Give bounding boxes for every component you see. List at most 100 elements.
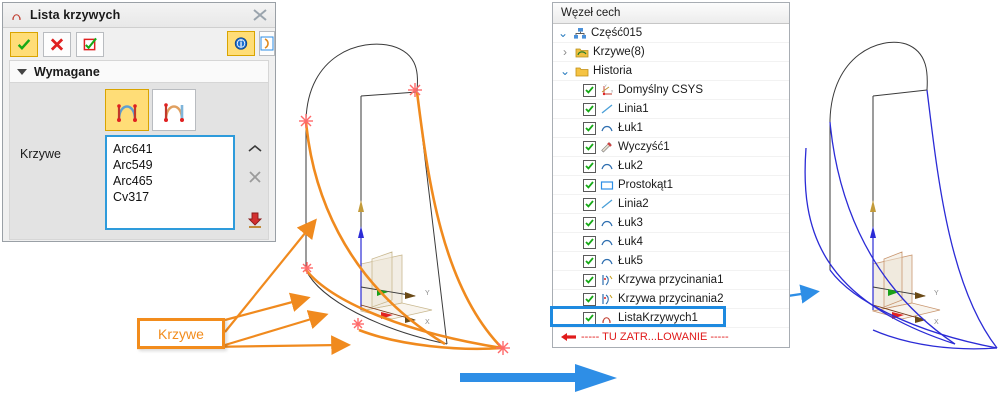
tree-row[interactable]: › Krzywe(8) (553, 43, 789, 62)
tree-row[interactable]: Prostokąt1 (553, 176, 789, 195)
apply-button[interactable] (76, 31, 104, 57)
assembly-node-icon (573, 27, 587, 40)
big-right-arrow-icon (460, 364, 617, 392)
remove-button[interactable] (242, 163, 268, 191)
single-mode-button[interactable] (152, 89, 196, 131)
chain-mode-icon (112, 95, 142, 125)
tree-row[interactable]: Krzywa przycinania1 (553, 271, 789, 290)
callout-leader-lines (136, 218, 351, 356)
trim-curve-icon (600, 274, 614, 287)
apply-down-button[interactable] (242, 191, 268, 229)
list-side-buttons[interactable] (242, 135, 268, 230)
curve-list-icon (600, 312, 614, 325)
feature-checkbox[interactable] (583, 235, 596, 249)
expander-icon[interactable]: ⌄ (557, 26, 569, 40)
expander-icon[interactable]: › (563, 45, 567, 59)
svg-text:X: X (425, 319, 430, 326)
dialog-toolbar[interactable] (3, 28, 275, 60)
close-icon[interactable] (253, 9, 267, 21)
arc-icon (600, 255, 614, 268)
ok-button[interactable] (10, 31, 38, 57)
krzywe-field-label: Krzywe (20, 147, 61, 161)
feature-checkbox[interactable] (583, 83, 596, 97)
remove-icon (249, 171, 261, 183)
feature-checkbox[interactable] (583, 102, 596, 116)
cancel-button[interactable] (43, 31, 71, 57)
feature-checkbox[interactable] (583, 121, 596, 135)
tree-row-label: Linia2 (618, 198, 649, 210)
feature-checkbox[interactable] (583, 273, 596, 287)
tree-header: Węzeł cech (553, 3, 789, 24)
feature-checkbox[interactable] (583, 159, 596, 173)
arc-icon (600, 236, 614, 249)
tree-row[interactable]: ⌄ Część015 (553, 24, 789, 43)
arc-icon (600, 160, 614, 173)
dialog-title-bar[interactable]: Lista krzywych (3, 3, 275, 28)
history-folder-icon (575, 65, 589, 78)
wymagane-section-body: Krzywe Arc641 Arc549 Arc465 Cv317 (9, 82, 269, 240)
tree-row[interactable]: Łuk3 (553, 214, 789, 233)
wymagane-section-header[interactable]: Wymagane (9, 60, 269, 82)
tree-row[interactable]: Wyczyść1 (553, 138, 789, 157)
tree-row-selected[interactable]: ListaKrzywych1 (550, 306, 789, 328)
tree-row-label: Wyczyść1 (618, 141, 670, 153)
info-button[interactable] (227, 31, 255, 56)
tree-row-label: Linia1 (618, 103, 649, 115)
lista-krzywych-dialog[interactable]: Lista krzywych (2, 2, 276, 242)
tree-row[interactable]: Łuk1 (553, 119, 789, 138)
tree-row-label: Krzywe(8) (593, 46, 645, 58)
tree-row-label: Łuk5 (618, 255, 643, 267)
more-panel-button[interactable] (259, 31, 275, 56)
feature-checkbox[interactable] (583, 178, 596, 192)
line-icon (600, 103, 614, 116)
tree-row-label: Część015 (591, 27, 643, 39)
tree-row-label: ListaKrzywych1 (618, 312, 698, 324)
feature-checkbox[interactable] (583, 292, 596, 306)
tree-row-label: Domyślny CSYS (618, 84, 703, 96)
single-mode-icon (159, 95, 189, 125)
tree-row-label: Krzywa przycinania1 (618, 274, 724, 286)
move-up-icon (248, 144, 262, 152)
krzywe-callout: Krzywe (137, 318, 225, 349)
list-item[interactable]: Arc465 (113, 174, 153, 188)
arc-icon (600, 122, 614, 135)
feature-checkbox[interactable] (583, 254, 596, 268)
dialog-title-text: Lista krzywych (30, 8, 121, 22)
tree-row[interactable]: Łuk5 (553, 252, 789, 271)
apply-check-box-icon (83, 37, 97, 51)
wymagane-section-label: Wymagane (34, 64, 100, 79)
move-up-button[interactable] (242, 135, 268, 163)
expander-icon[interactable]: ⌄ (559, 64, 571, 78)
tree-row[interactable]: Łuk4 (553, 233, 789, 252)
tree-row-label: Łuk1 (618, 122, 643, 134)
right-viewport-datum-planes (872, 251, 941, 320)
list-item[interactable]: Arc549 (113, 158, 153, 172)
tree-row[interactable]: Linia1 (553, 100, 789, 119)
stop-marker-text: ----- TU ZATR...LOWANIE ----- (581, 330, 729, 343)
feature-checkbox[interactable] (583, 197, 596, 211)
left-viewport-point-markers (299, 83, 510, 355)
tree-row-label: Łuk3 (618, 217, 643, 229)
feature-checkbox[interactable] (583, 140, 596, 154)
list-item[interactable]: Arc641 (113, 142, 153, 156)
left-viewport-selected-curves (304, 91, 503, 351)
list-item[interactable]: Cv317 (113, 190, 150, 204)
chain-mode-button[interactable] (105, 89, 149, 131)
callout-label: Krzywe (158, 325, 204, 342)
curves-list[interactable]: Arc641 Arc549 Arc465 Cv317 (105, 135, 235, 230)
tree-row[interactable]: Łuk2 (553, 157, 789, 176)
tree-row-label: Krzywa przycinania2 (618, 293, 724, 305)
tree-row[interactable]: ⌄Historia (553, 62, 789, 81)
feature-checkbox[interactable] (583, 216, 596, 230)
tree-row-label: Łuk4 (618, 236, 643, 248)
ok-check-icon (17, 38, 31, 51)
eraser-icon (600, 141, 614, 154)
selection-highlight-outline (550, 306, 726, 327)
tree-row[interactable]: Linia2 (553, 195, 789, 214)
info-icon (234, 37, 248, 50)
